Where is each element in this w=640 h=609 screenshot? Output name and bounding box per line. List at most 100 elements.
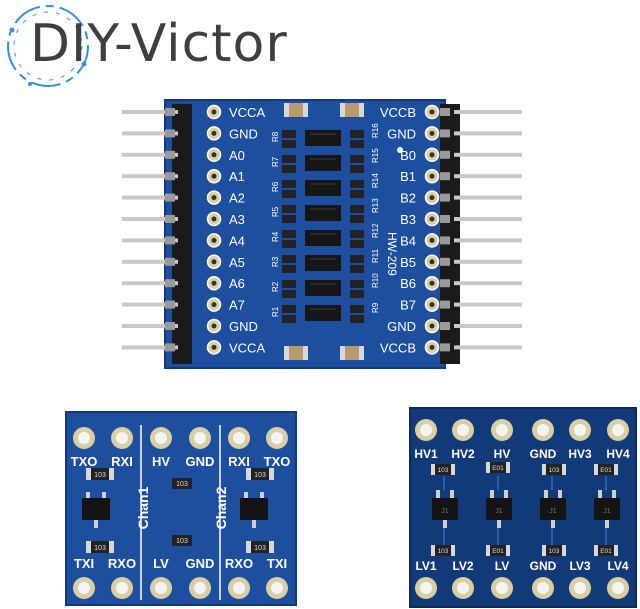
- mosfet-mark: [310, 283, 336, 285]
- pin-hole: [429, 259, 435, 265]
- brand-ring-icon: [7, 5, 89, 87]
- resistor-end: [594, 545, 598, 556]
- pin-hole: [496, 582, 508, 594]
- header-pin-base: [165, 150, 175, 159]
- pin-label: GND: [530, 559, 557, 573]
- resistor-code: 103: [94, 472, 106, 479]
- header-pin-base: [440, 108, 450, 116]
- pin-hole: [211, 259, 217, 265]
- header-pin: [454, 152, 522, 157]
- header-pin: [454, 174, 522, 179]
- header-pin-base: [165, 279, 175, 288]
- resistor-code: 103: [94, 545, 106, 552]
- pin-hole: [429, 280, 435, 286]
- pin-hole: [233, 582, 245, 594]
- pin-hole: [612, 582, 624, 594]
- pin-label: B5: [400, 255, 416, 270]
- transistor-leg: [558, 490, 562, 498]
- capacitor-end: [303, 103, 308, 117]
- header-pin-base: [440, 236, 450, 245]
- pin-label: TXO: [71, 454, 98, 469]
- pin-label: LV1: [415, 559, 436, 573]
- resistor: [282, 215, 296, 223]
- resistor: [172, 478, 192, 489]
- header-pin-base: [165, 322, 175, 330]
- resistor-code: E01: [492, 548, 504, 555]
- transistor-leg: [497, 520, 501, 528]
- resistor: [282, 280, 296, 288]
- resistor: [282, 130, 296, 138]
- header-pin-base: [440, 343, 450, 352]
- pin-label: TXO: [264, 454, 291, 469]
- resistor: [350, 190, 364, 198]
- pin-label: A7: [229, 298, 245, 313]
- resistor-code: 103: [176, 481, 188, 488]
- resistor: [282, 255, 296, 263]
- header-pin-base: [440, 257, 450, 266]
- pin-hole: [429, 109, 435, 115]
- resistor-label: R7: [271, 156, 280, 167]
- pin-label: B2: [400, 191, 416, 206]
- transistor-leg: [102, 492, 106, 500]
- transistor-leg: [605, 520, 609, 528]
- resistor-label: R1: [271, 306, 280, 317]
- resistor-label: R6: [271, 181, 280, 192]
- pin-label: A5: [229, 255, 245, 270]
- capacitor: [340, 103, 364, 117]
- capacitor-end: [284, 346, 289, 360]
- mosfet-mark: [310, 158, 336, 160]
- header-pin: [122, 324, 178, 328]
- resistor: [594, 545, 618, 556]
- pin-label: TXI: [267, 556, 287, 571]
- transistor-leg: [436, 490, 440, 498]
- header-pin: [454, 131, 522, 136]
- resistor: [350, 155, 364, 163]
- pin-hole: [420, 582, 432, 594]
- transistor-leg: [490, 490, 494, 498]
- resistor-end: [451, 545, 455, 556]
- header-pin-base: [440, 193, 450, 202]
- resistor-end: [506, 545, 510, 556]
- pin-hole: [211, 152, 217, 158]
- pin-hole: [429, 344, 435, 350]
- resistor-end: [562, 545, 566, 556]
- pin-label: VCCA: [229, 340, 265, 355]
- transistor: [82, 498, 110, 520]
- pin-label: HV1: [414, 447, 438, 461]
- pin-label: LV4: [607, 559, 628, 573]
- header-pin: [454, 345, 522, 350]
- resistor: [282, 205, 296, 213]
- transistor-label: J1: [549, 508, 557, 515]
- resistor-end: [542, 464, 546, 475]
- pin-label: HV3: [568, 447, 592, 461]
- resistor-label: R11: [371, 248, 380, 263]
- resistor: [542, 464, 566, 475]
- resistor: [350, 230, 364, 238]
- transistor-leg: [443, 520, 447, 528]
- capacitor-end: [340, 103, 345, 117]
- transistor-leg: [612, 490, 616, 498]
- resistor-end: [269, 541, 274, 553]
- pin-hole: [78, 432, 90, 444]
- pin-label: HV: [152, 454, 170, 469]
- resistor: [86, 468, 114, 480]
- resistor: [282, 155, 296, 163]
- pin-label: GND: [229, 126, 258, 141]
- resistor-code: E01: [600, 467, 612, 474]
- transistor-leg: [86, 492, 90, 500]
- header-pin-base: [440, 215, 450, 223]
- pin-label: LV: [495, 559, 509, 573]
- transistor-leg: [544, 490, 548, 498]
- pin-label: B4: [400, 233, 416, 248]
- capacitor-end: [284, 103, 289, 117]
- header-pin: [122, 131, 178, 136]
- resistor-label: R4: [271, 231, 280, 242]
- resistor-label: R5: [271, 206, 280, 217]
- header-pin: [122, 238, 178, 243]
- resistor-end: [86, 541, 91, 553]
- pin-hole: [155, 432, 167, 444]
- pin-hole: [271, 582, 283, 594]
- transistor-leg: [252, 520, 256, 528]
- transistor-leg: [598, 490, 602, 498]
